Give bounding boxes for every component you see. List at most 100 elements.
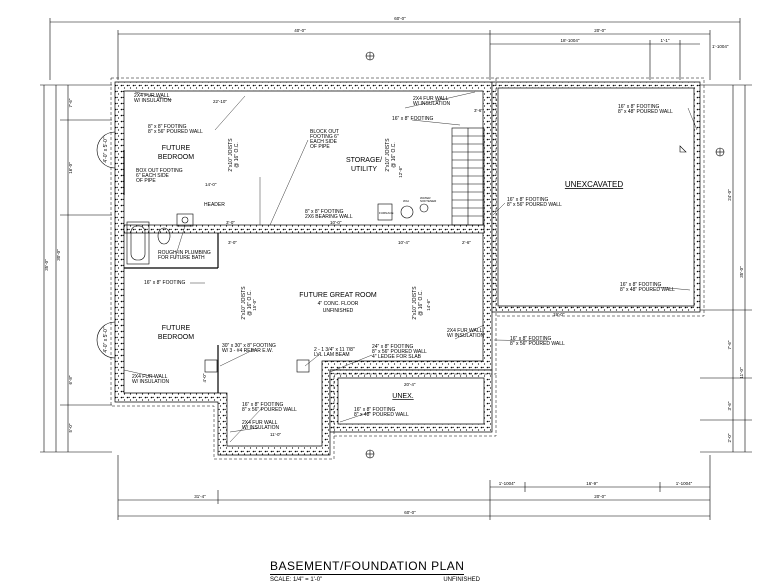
note: W/ INSULATION [447, 333, 485, 339]
note: 8" x 56" POURED WALL [148, 129, 203, 135]
note: W/ INSULATION [134, 98, 172, 104]
note: 16" x 8" FOOTING [507, 197, 548, 203]
room-unexcavated: UNEXCAVATED [565, 180, 623, 189]
note: 2X4 FUR WALL [132, 374, 168, 380]
note-joists: @ 16" O.C. [247, 290, 253, 315]
window-wells [96, 131, 116, 359]
dim-inner-c: 3'-0" [228, 240, 237, 245]
dim-inner-o: 11'-0" [270, 432, 282, 437]
note: 8" x 56" POURED WALL [510, 341, 565, 347]
title-subline: SCALE: 1/4" = 1'-0" UNFINISHED [270, 577, 480, 583]
note: 16" x 8" FOOTING [144, 280, 185, 286]
dim-inner-b: 14'-0" [205, 182, 217, 187]
note-window: 4'-0" x 5'-0" [103, 137, 109, 162]
note: 8" x 48" POURED WALL [618, 109, 673, 115]
plan-scale: SCALE: 1/4" = 1'-0" [270, 577, 323, 583]
room-great-room-3: UNFINISHED [323, 308, 354, 314]
rough-in-bath [126, 213, 194, 265]
room-bedroom-bot: FUTURE [162, 325, 191, 332]
dim-inner-i: 14'-6" [426, 299, 431, 311]
dim-inner-a: 22'-10" [213, 99, 227, 104]
note: 16" x 8" FOOTING [618, 104, 659, 110]
note: 16" x 8" FOOTING [510, 336, 551, 342]
note: 2 - 1 3/4" x 11 7/8" [314, 347, 355, 353]
dim-bottom-mid-b: 16'-9" [586, 481, 598, 486]
arrow-icon [679, 145, 687, 153]
note-joists: 2"x10" JOISTS [241, 286, 247, 320]
column-footings [204, 359, 310, 373]
room-unex: UNEX. [392, 393, 413, 400]
section-markers [365, 51, 725, 459]
dim-inner-e: 2'-6" [462, 240, 471, 245]
note: ROUGH-IN PLUMBING [158, 250, 211, 256]
dim-inner-f: 3'-0" [226, 220, 235, 225]
note: FOR FUTURE BATH [158, 255, 205, 261]
note-water-softener-2: SOFTENER [420, 199, 437, 203]
note: W/ INSULATION [413, 101, 451, 107]
dim-right-1: 24'-0" [727, 189, 732, 201]
annotation-notes: 2X4 FUR WALL W/ INSULATION 8" x 8" FOOTI… [103, 93, 675, 431]
note: 8" x 8" FOOTING [148, 124, 187, 130]
dimension-lines [40, 18, 752, 520]
note: 8" x 56" POURED WALL [242, 407, 297, 413]
note: 16" x 8" FOOTING [392, 116, 433, 122]
title-block: BASEMENT/FOUNDATION PLAN SCALE: 1/4" = 1… [270, 557, 490, 583]
note-water-softener: WATER [420, 196, 431, 200]
note-joists: 2"x10" JOISTS [412, 286, 418, 320]
note: 8" x 48" POURED WALL [354, 412, 409, 418]
dim-right-total: 35'-0" [739, 266, 744, 278]
note: OF PIPE [136, 178, 156, 184]
dim-top-right: 20'-0" [594, 28, 606, 33]
dim-right-2: 11'-0" [739, 367, 744, 379]
note: BOX OUT FOOTING [136, 168, 183, 174]
note-water-heater: W/H [403, 199, 409, 203]
plan-status: UNFINISHED [443, 577, 480, 583]
plan-title: BASEMENT/FOUNDATION PLAN [270, 559, 465, 575]
note: 16" x 8" FOOTING [242, 402, 283, 408]
note: 8" x 8" FOOTING [305, 209, 344, 215]
note: W/ INSULATION [242, 425, 280, 431]
note: 8" x 56" POURED WALL [507, 202, 562, 208]
note-joists: @ 16" O.C. [391, 142, 397, 167]
dim-inner-n: 20'-4" [404, 382, 416, 387]
note: 24" x 8" FOOTING [372, 344, 413, 350]
dim-inner-d: 10'-4" [398, 240, 410, 245]
dim-bottom-mid-c: 1'-1004" [676, 481, 693, 486]
room-storage-2: UTILITY [351, 166, 377, 173]
dim-left-total-b: 35'-0" [44, 259, 49, 271]
interior-walls [123, 150, 219, 393]
foundation-walls [114, 81, 701, 456]
dim-inner-k: 3'-6" [474, 108, 483, 113]
water-softener-icon [419, 203, 429, 213]
note: LVL LAM BEAM [314, 352, 350, 358]
room-labels: FUTURE BEDROOM STORAGE/ UTILITY UNEXCAVA… [158, 145, 623, 400]
note: 2X4 FUR WALL [447, 328, 483, 334]
dim-top-right-c: 1'-1004" [712, 44, 729, 49]
dim-left-3: 6'-8" [68, 375, 73, 384]
room-bedroom-top: FUTURE [162, 145, 191, 152]
dim-bottom-right: 20'-0" [594, 494, 606, 499]
note: HEADER [204, 202, 225, 208]
dim-inner-m: 19'-0" [553, 312, 565, 317]
dim-inner-j: 12'-6" [398, 166, 403, 178]
note: W/ INSULATION [132, 379, 170, 385]
dim-bottom-left: 31'-4" [194, 494, 206, 499]
dim-right-5: 2'-0" [727, 433, 732, 442]
note: 2X4 FUR WALL [242, 420, 278, 426]
room-great-room-2: 4" CONC. FLOOR [318, 301, 359, 307]
utility-equipment [377, 203, 429, 221]
note: 8" x 56" POURED WALL [372, 349, 427, 355]
furnace-icon [377, 203, 393, 221]
note-joists: 2"x10" JOISTS [385, 138, 391, 172]
water-heater-icon [400, 205, 414, 219]
note: 2X4 FUR WALL [413, 96, 449, 102]
dimension-text: 60'-0" 40'-0" 20'-0" 18'-1004" 1'-1" 1'-… [44, 16, 744, 515]
room-storage: STORAGE/ [346, 157, 382, 164]
dim-inner-g: 10'-0" [330, 220, 342, 225]
dim-left-1: 7'-6" [68, 98, 73, 107]
room-great-room: FUTURE GREAT ROOM [299, 292, 377, 299]
note: 16" x 8" FOOTING [620, 282, 661, 288]
dim-top-right-a: 18'-1004" [561, 38, 580, 43]
dim-top-left: 40'-0" [294, 28, 306, 33]
dim-left-4: 5'-0" [68, 423, 73, 432]
